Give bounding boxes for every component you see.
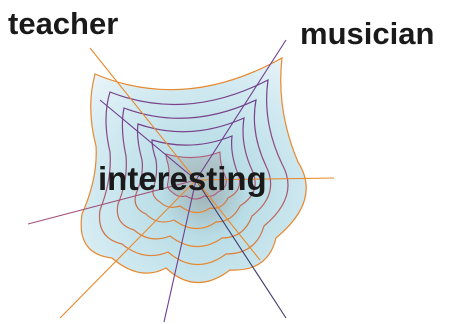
label-teacher: teacher: [8, 8, 118, 39]
label-center-concept: interesting: [98, 162, 267, 195]
label-musician: musician: [300, 18, 434, 49]
